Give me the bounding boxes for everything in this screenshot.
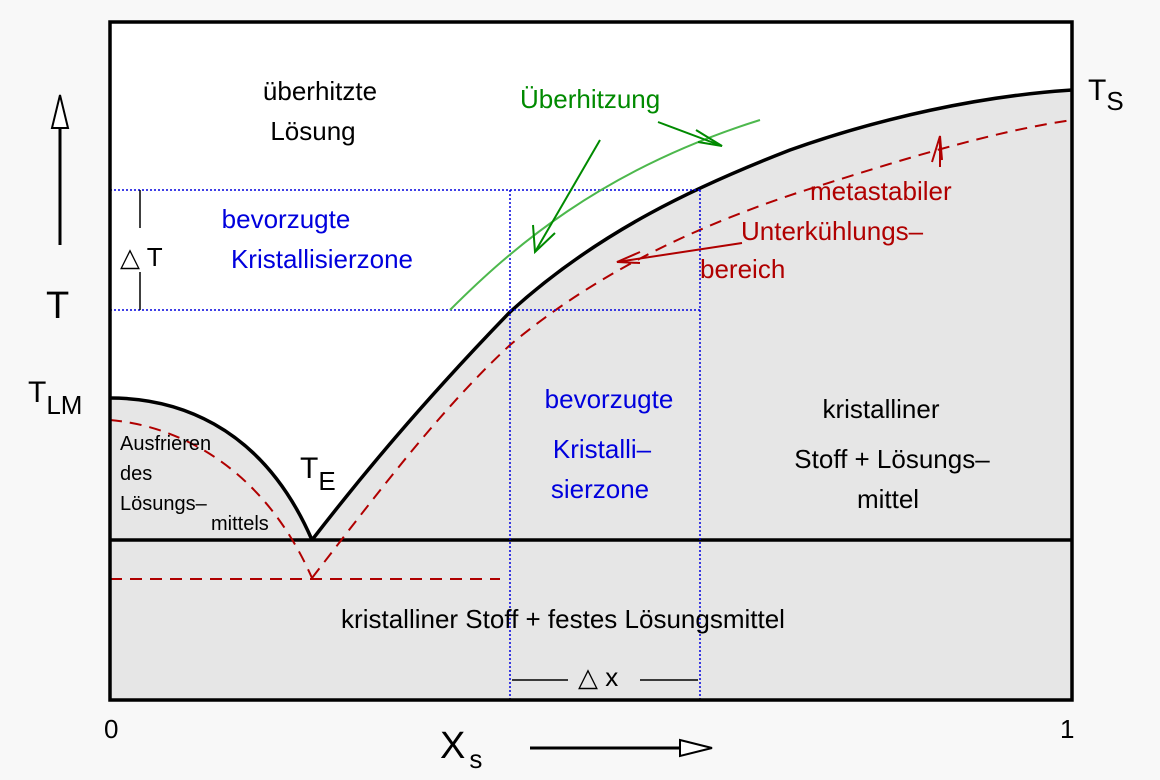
region-label: sierzone (551, 474, 649, 504)
region-label: des (120, 463, 152, 485)
preferred-zone-lines (110, 189, 701, 700)
region-label: überhitzte (263, 76, 377, 106)
region-label: bevorzugte (222, 204, 351, 234)
region-label: Lösung (270, 116, 355, 146)
metastable-limit-curves (109, 119, 1073, 580)
metastable-label: bereich (700, 254, 785, 284)
solvent-liquidus-curve (109, 396, 314, 541)
x-min-label: 0 (104, 714, 118, 744)
region-label: kristalliner Stoff + festes Lösungsmitte… (341, 604, 785, 634)
region-label: Kristalli– (553, 434, 652, 464)
metastable-label: metastabiler (810, 176, 952, 206)
region-label: mittels (211, 513, 269, 535)
region-label: Stoff + Lösungs– (794, 444, 990, 474)
plot-frame (108, 20, 1074, 702)
t-lm-label: TLM (28, 376, 82, 420)
region-label: Ausfrieren (120, 433, 211, 455)
metastable-arrows (616, 135, 943, 264)
y-arrow-icon (50, 94, 70, 245)
x-arrow-icon (530, 738, 713, 758)
t-e-label: TE (300, 452, 336, 496)
overheating-arrows (532, 121, 723, 255)
solubility-curve (310, 88, 1073, 542)
region-label: bevorzugte (545, 384, 674, 414)
x-max-label: 1 (1060, 714, 1074, 744)
delta-x-label: △ x (578, 662, 618, 692)
region-label: kristalliner (822, 394, 939, 424)
overheating-label: Überhitzung (520, 84, 660, 114)
solid-region-fill (110, 90, 1072, 700)
delta-t-label: △ T (120, 242, 163, 272)
metastable-label: Unterkühlungs– (741, 216, 924, 246)
t-s-label: TS (1088, 74, 1124, 116)
region-label: Kristallisierzone (231, 244, 413, 274)
region-label: Lösungs– (120, 493, 208, 515)
region-label: mittel (857, 484, 919, 514)
y-axis-label: T (46, 285, 69, 327)
